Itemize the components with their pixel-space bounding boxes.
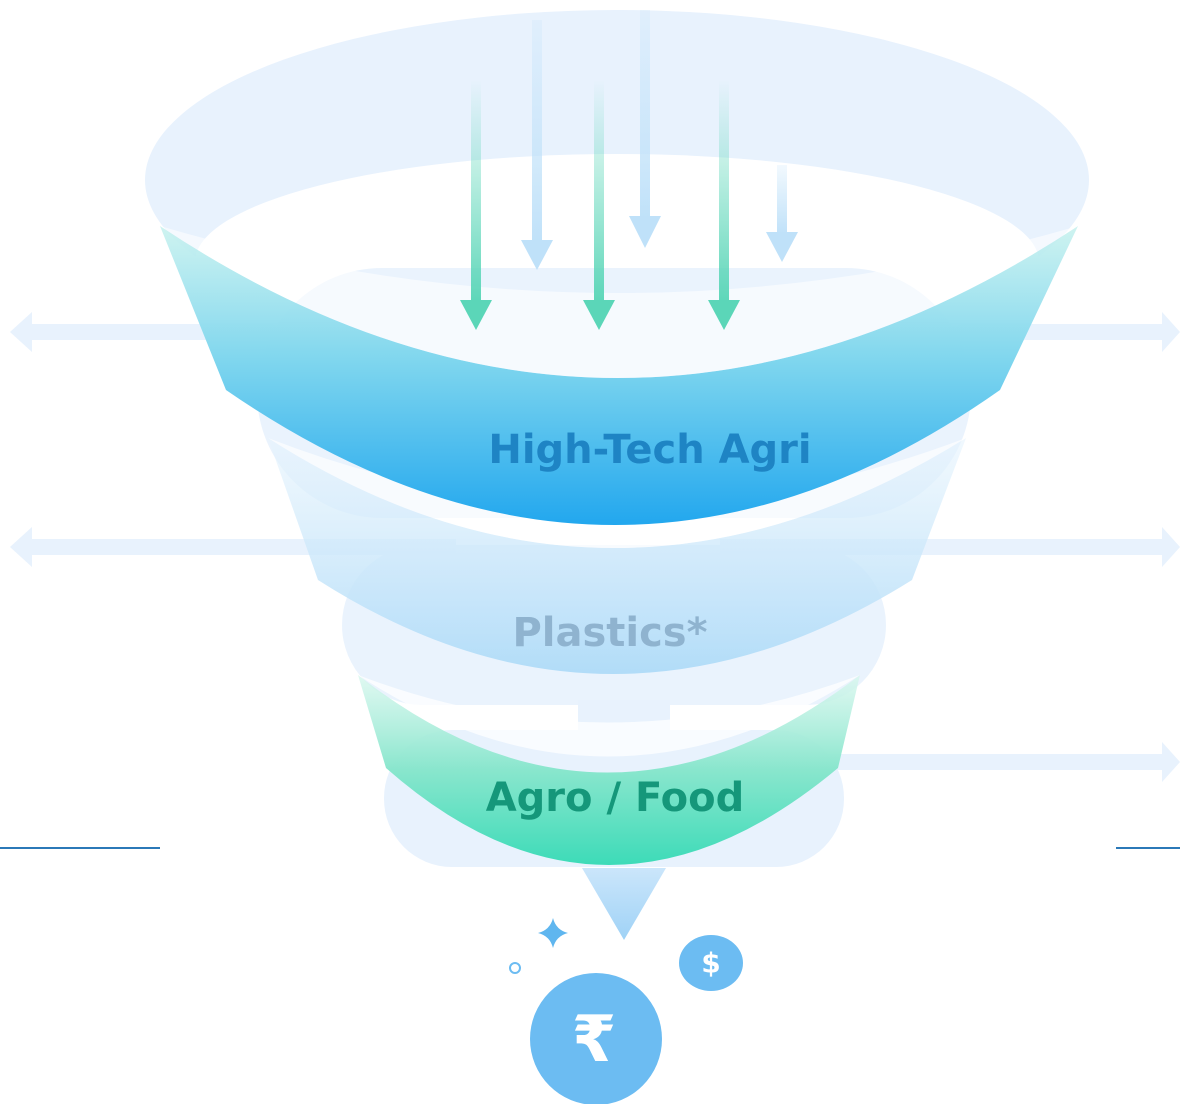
down-arrow-icon [766, 165, 798, 262]
down-arrow-icon [708, 80, 740, 330]
input-arrows [460, 10, 798, 330]
stage-band-plastics-top [268, 438, 966, 548]
dollar-symbol: $ [701, 947, 720, 980]
stage-band-agro-top [358, 675, 860, 757]
down-arrow-icon [629, 10, 661, 248]
bubble-icon [509, 962, 521, 974]
stage-band-high-tech [160, 226, 1078, 525]
funnel-spout [582, 868, 666, 940]
down-arrow-icon [460, 80, 492, 330]
down-arrow-icon [583, 80, 615, 330]
stage-label-high-tech: High-Tech Agri [488, 427, 811, 473]
dollar-coin-icon: $ [679, 935, 743, 991]
stage-label-plastics: Plastics* [512, 610, 707, 656]
stage-band-plastics [268, 438, 966, 674]
rupee-coin-icon: ₹ [530, 973, 662, 1104]
right-arrow-icon-bottom [780, 742, 1180, 782]
stage-band-high-tech-top [160, 226, 1078, 378]
stage-band-agro [358, 675, 860, 865]
stage-label-agro-food: Agro / Food [486, 775, 745, 821]
rupee-symbol: ₹ [572, 1003, 617, 1077]
down-arrow-icon [521, 20, 553, 270]
sparkle-icon [538, 918, 568, 948]
